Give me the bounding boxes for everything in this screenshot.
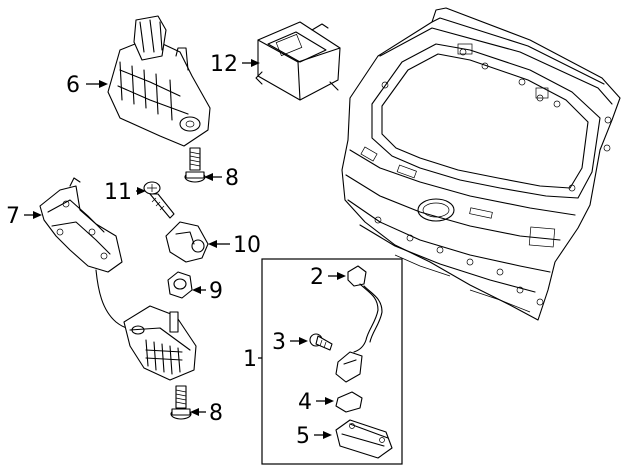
- part-9-nut: [167, 271, 193, 299]
- leader-12: [242, 59, 260, 67]
- callout-2: 2: [310, 265, 324, 290]
- part-8-bolt-upper: [184, 147, 206, 183]
- callout-5: 5: [296, 424, 310, 449]
- leader-8a: [204, 173, 222, 181]
- latch-unit: [123, 305, 197, 381]
- callout-8-upper: 8: [225, 166, 239, 191]
- assembly-1-box: [261, 258, 403, 465]
- liftgate-panel: [341, 7, 621, 321]
- leader-11: [136, 187, 146, 195]
- part-3-screw: [309, 333, 333, 351]
- leader-10: [208, 240, 230, 248]
- callout-4: 4: [298, 390, 312, 415]
- leader-3: [290, 337, 308, 345]
- leader-2: [328, 272, 346, 280]
- leader-5: [314, 431, 332, 439]
- callout-8-lower: 8: [209, 401, 223, 426]
- callout-9: 9: [209, 279, 223, 304]
- leader-4: [316, 397, 334, 405]
- part-12-module: [255, 21, 341, 101]
- callout-12: 12: [210, 52, 238, 77]
- callout-7: 7: [6, 204, 20, 229]
- part-4-gasket: [335, 391, 363, 413]
- callout-1: 1: [243, 347, 257, 372]
- callout-6: 6: [66, 73, 80, 98]
- part-5-lamp: [335, 419, 393, 459]
- part-6-actuator: [107, 15, 211, 147]
- callout-3: 3: [272, 330, 286, 355]
- part-2-harness: [335, 265, 383, 383]
- leader-9: [192, 286, 206, 294]
- leader-7: [24, 211, 42, 219]
- part-11-screw: [143, 181, 175, 219]
- callout-11: 11: [104, 180, 132, 205]
- leader-8b: [190, 408, 206, 416]
- leader-6: [86, 80, 108, 88]
- callout-10: 10: [233, 233, 261, 258]
- part-10-bumper: [165, 221, 209, 263]
- part-8-bolt-lower: [170, 385, 192, 420]
